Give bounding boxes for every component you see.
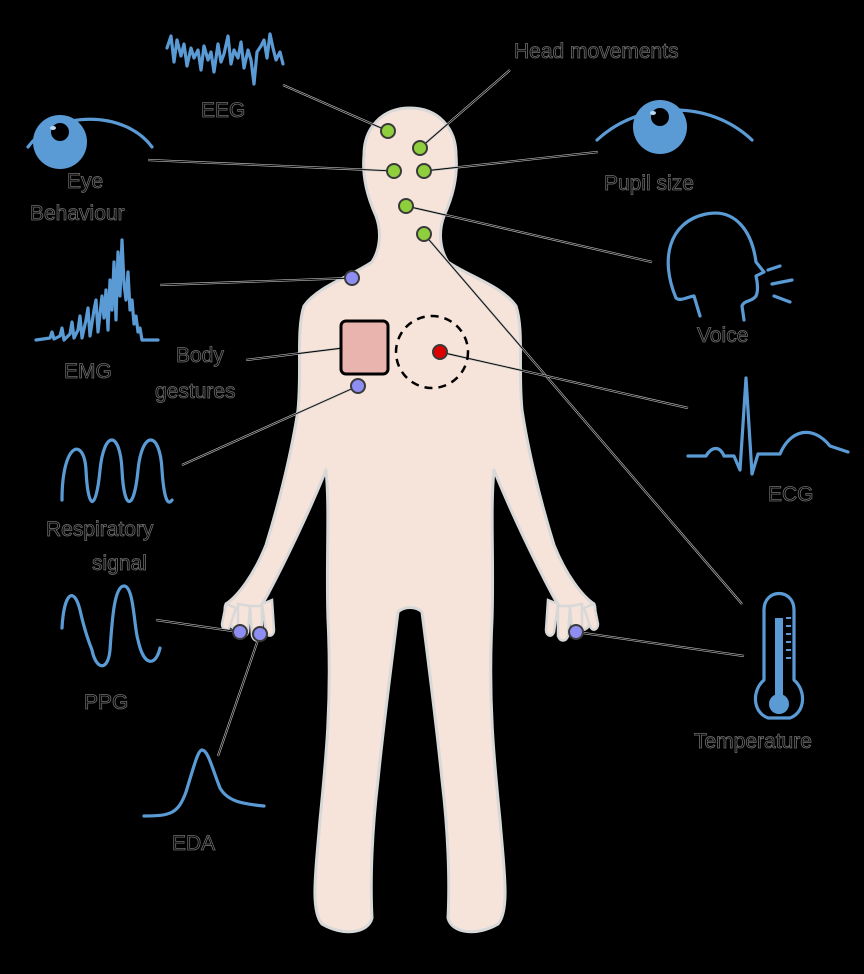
eda-label: EDA xyxy=(172,832,215,855)
respiratory-sensor-dot xyxy=(351,379,365,393)
eeg-signal-icon xyxy=(167,34,283,84)
ecg-label: ECG xyxy=(768,483,814,506)
head-profile-icon xyxy=(668,213,792,320)
eye-sensor-dot xyxy=(387,164,401,178)
temperature-head-sensor-dot xyxy=(417,227,431,241)
emg-sensor-dot xyxy=(345,271,359,285)
temperature-hand-sensor-dot xyxy=(569,625,583,639)
body-gestures-label-line2: gestures xyxy=(155,380,236,403)
thermometer-icon xyxy=(755,594,802,719)
emg-label: EMG xyxy=(64,360,112,383)
pupil-size-label: Pupil size xyxy=(604,172,694,195)
ecg-signal-icon xyxy=(688,378,848,474)
eda-sensor-dot xyxy=(253,627,267,641)
pupil-sensor-dot xyxy=(417,164,431,178)
body-gesture-sensor-patch xyxy=(341,321,388,374)
voice-sensor-dot xyxy=(399,199,413,213)
eye-label-line2: Behaviour xyxy=(30,202,125,225)
ppg-label: PPG xyxy=(84,691,128,714)
voice-label: Voice xyxy=(697,324,748,347)
eeg-label: EEG xyxy=(201,99,245,122)
eeg-sensor-dot xyxy=(381,124,395,138)
pupil-eye-icon xyxy=(597,100,752,154)
respiratory-signal-icon xyxy=(62,440,172,502)
emg-signal-icon xyxy=(36,240,158,340)
human-body-silhouette xyxy=(225,108,595,932)
ppg-signal-icon xyxy=(62,586,160,666)
eye-label-line1: Eye xyxy=(67,170,103,193)
temperature-label: Temperature xyxy=(694,730,812,753)
ppg-sensor-dot xyxy=(233,625,247,639)
head-movement-sensor-dot xyxy=(413,141,427,155)
respiratory-label-line1: Respiratory xyxy=(46,518,154,541)
head-movements-label: Head movements xyxy=(514,40,679,63)
ecg-sensor-dot xyxy=(433,345,447,359)
eda-signal-icon xyxy=(144,750,264,816)
respiratory-label-line2: signal xyxy=(92,552,147,575)
eye-icon xyxy=(28,115,152,169)
body-gestures-label-line1: Body xyxy=(176,344,224,367)
